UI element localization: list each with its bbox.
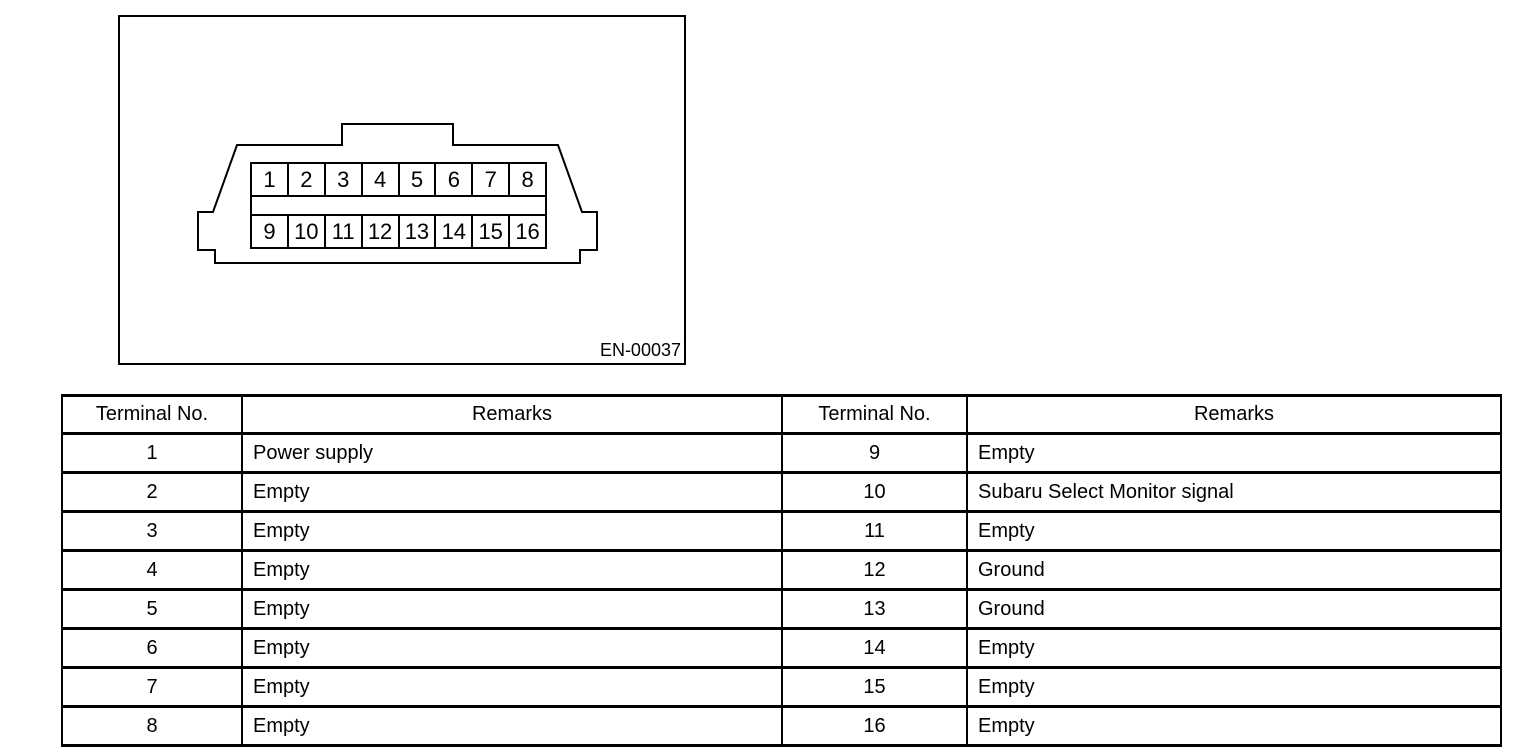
table-row: 6 Empty 14 Empty bbox=[61, 627, 1502, 669]
terminal-cell: 1 bbox=[61, 432, 243, 474]
pin-cell-6: 6 bbox=[436, 164, 474, 195]
terminal-cell: 6 bbox=[61, 627, 243, 669]
pin-cell-7: 7 bbox=[473, 164, 511, 195]
pin-cell-13: 13 bbox=[400, 216, 437, 247]
header-remarks-left: Remarks bbox=[241, 394, 783, 435]
terminal-cell: 10 bbox=[781, 471, 968, 513]
terminal-cell: 7 bbox=[61, 666, 243, 708]
terminal-cell: 9 bbox=[781, 432, 968, 474]
remarks-cell: Empty bbox=[241, 627, 783, 669]
pin-cell-9: 9 bbox=[252, 216, 289, 247]
remarks-cell: Empty bbox=[241, 510, 783, 552]
terminal-cell: 4 bbox=[61, 549, 243, 591]
pin-cell-10: 10 bbox=[289, 216, 326, 247]
table-row: 1 Power supply 9 Empty bbox=[61, 432, 1502, 474]
terminal-cell: 11 bbox=[781, 510, 968, 552]
table-row: 5 Empty 13 Ground bbox=[61, 588, 1502, 630]
remarks-cell: Empty bbox=[241, 549, 783, 591]
pin-cell-12: 12 bbox=[363, 216, 400, 247]
remarks-cell: Empty bbox=[241, 705, 783, 747]
pin-cell-4: 4 bbox=[363, 164, 400, 195]
remarks-cell: Empty bbox=[966, 510, 1502, 552]
terminal-cell: 3 bbox=[61, 510, 243, 552]
connector-pin-row-bottom: 9 10 11 12 13 14 15 16 bbox=[250, 214, 547, 249]
terminal-cell: 16 bbox=[781, 705, 968, 747]
pin-cell-15: 15 bbox=[473, 216, 511, 247]
terminal-cell: 2 bbox=[61, 471, 243, 513]
remarks-cell: Empty bbox=[966, 666, 1502, 708]
header-terminal-no-left: Terminal No. bbox=[61, 394, 243, 435]
remarks-cell: Empty bbox=[241, 471, 783, 513]
pin-cell-8: 8 bbox=[521, 166, 534, 192]
connector-middle-band bbox=[250, 197, 547, 214]
remarks-cell: Empty bbox=[241, 666, 783, 708]
terminal-cell: 15 bbox=[781, 666, 968, 708]
header-remarks-right: Remarks bbox=[966, 394, 1502, 435]
remarks-cell: Empty bbox=[966, 627, 1502, 669]
pin-cell-11: 11 bbox=[326, 216, 363, 247]
header-terminal-no-right: Terminal No. bbox=[781, 394, 968, 435]
pin-cell-2: 2 bbox=[289, 164, 326, 195]
remarks-cell: Ground bbox=[966, 588, 1502, 630]
pin-cell-16: 16 bbox=[515, 218, 540, 244]
table-row: 8 Empty 16 Empty bbox=[61, 705, 1502, 747]
pin-cell-14: 14 bbox=[436, 216, 474, 247]
terminal-cell: 13 bbox=[781, 588, 968, 630]
figure-code-label: EN-00037 bbox=[599, 340, 681, 360]
table-header-row: Terminal No. Remarks Terminal No. Remark… bbox=[61, 394, 1502, 435]
connector-pin-row-top: 1 2 3 4 5 6 7 8 bbox=[250, 162, 547, 197]
terminal-cell: 5 bbox=[61, 588, 243, 630]
remarks-cell: Empty bbox=[241, 588, 783, 630]
connector-figure-box: 1 2 3 4 5 6 7 8 9 10 11 12 13 14 15 16 E… bbox=[118, 15, 686, 365]
terminal-cell: 14 bbox=[781, 627, 968, 669]
pin-cell-1: 1 bbox=[252, 164, 289, 195]
pin-cell-3: 3 bbox=[326, 164, 363, 195]
terminal-cell: 8 bbox=[61, 705, 243, 747]
terminal-table: Terminal No. Remarks Terminal No. Remark… bbox=[61, 394, 1502, 747]
remarks-cell: Power supply bbox=[241, 432, 783, 474]
remarks-cell: Subaru Select Monitor signal bbox=[966, 471, 1502, 513]
connector-pin-grid: 1 2 3 4 5 6 7 8 9 10 11 12 13 14 15 16 bbox=[250, 162, 547, 249]
table-row: 7 Empty 15 Empty bbox=[61, 666, 1502, 708]
remarks-cell: Empty bbox=[966, 432, 1502, 474]
pin-cell-5: 5 bbox=[400, 164, 437, 195]
table-row: 2 Empty 10 Subaru Select Monitor signal bbox=[61, 471, 1502, 513]
table-row: 3 Empty 11 Empty bbox=[61, 510, 1502, 552]
remarks-cell: Empty bbox=[966, 705, 1502, 747]
terminal-cell: 12 bbox=[781, 549, 968, 591]
remarks-cell: Ground bbox=[966, 549, 1502, 591]
table-row: 4 Empty 12 Ground bbox=[61, 549, 1502, 591]
